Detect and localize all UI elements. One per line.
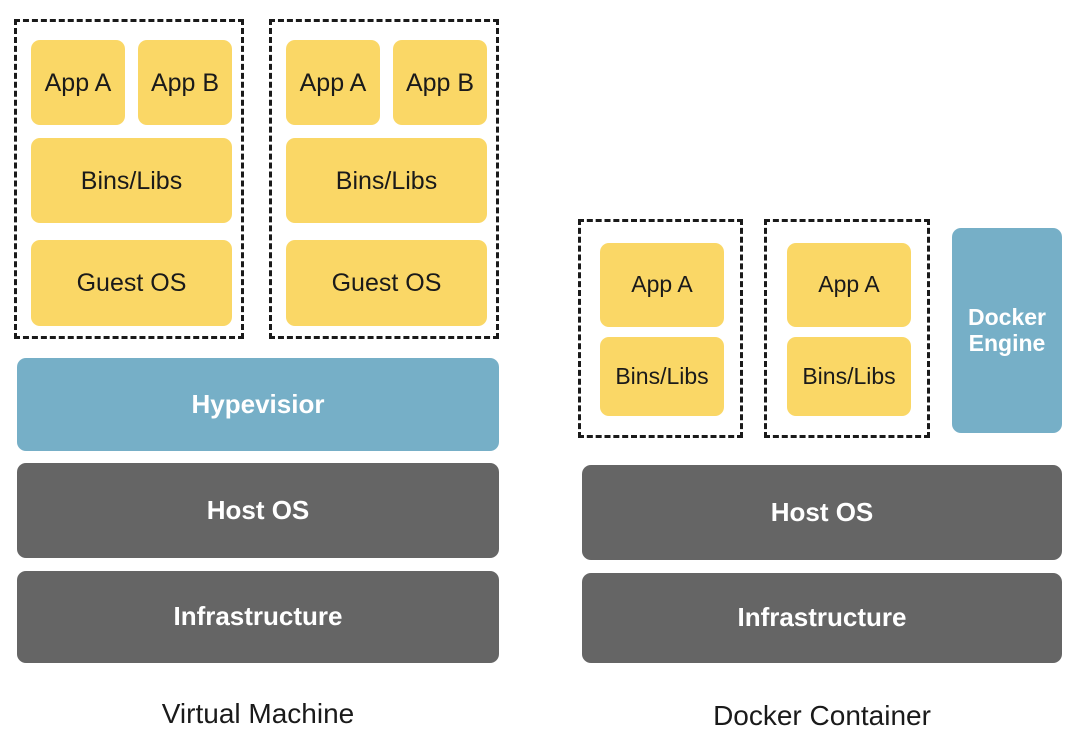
docker-engine-line-1: Docker — [968, 303, 1046, 330]
container1-bins-libs: Bins/Libs — [600, 337, 724, 416]
docker-engine-line-2: Engine — [968, 329, 1046, 356]
virtual-machine-caption: Virtual Machine — [161, 698, 355, 729]
vm1-app-a: App A — [31, 40, 125, 125]
vm-infrastructure-layer: Infrastructure — [17, 571, 499, 663]
container1-app-a: App A — [600, 243, 724, 327]
docker-host-os-layer: Host OS — [582, 465, 1062, 560]
vm1-guest-os: Guest OS — [31, 240, 232, 326]
docker-container-caption: Docker Container — [713, 700, 931, 731]
vm-host-os-layer: Host OS — [17, 463, 499, 558]
vm2-app-a: App A — [286, 40, 380, 125]
vm1-bins-libs: Bins/Libs — [31, 138, 232, 223]
vm2-bins-libs: Bins/Libs — [286, 138, 487, 223]
hypervisor-layer: Hypevisior — [17, 358, 499, 451]
vm1-app-b: App B — [138, 40, 232, 125]
docker-infrastructure-layer: Infrastructure — [582, 573, 1062, 663]
container2-bins-libs: Bins/Libs — [787, 337, 911, 416]
vm2-guest-os: Guest OS — [286, 240, 487, 326]
docker-engine-block: Docker Engine — [952, 228, 1062, 433]
container2-app-a: App A — [787, 243, 911, 327]
vm2-app-b: App B — [393, 40, 487, 125]
